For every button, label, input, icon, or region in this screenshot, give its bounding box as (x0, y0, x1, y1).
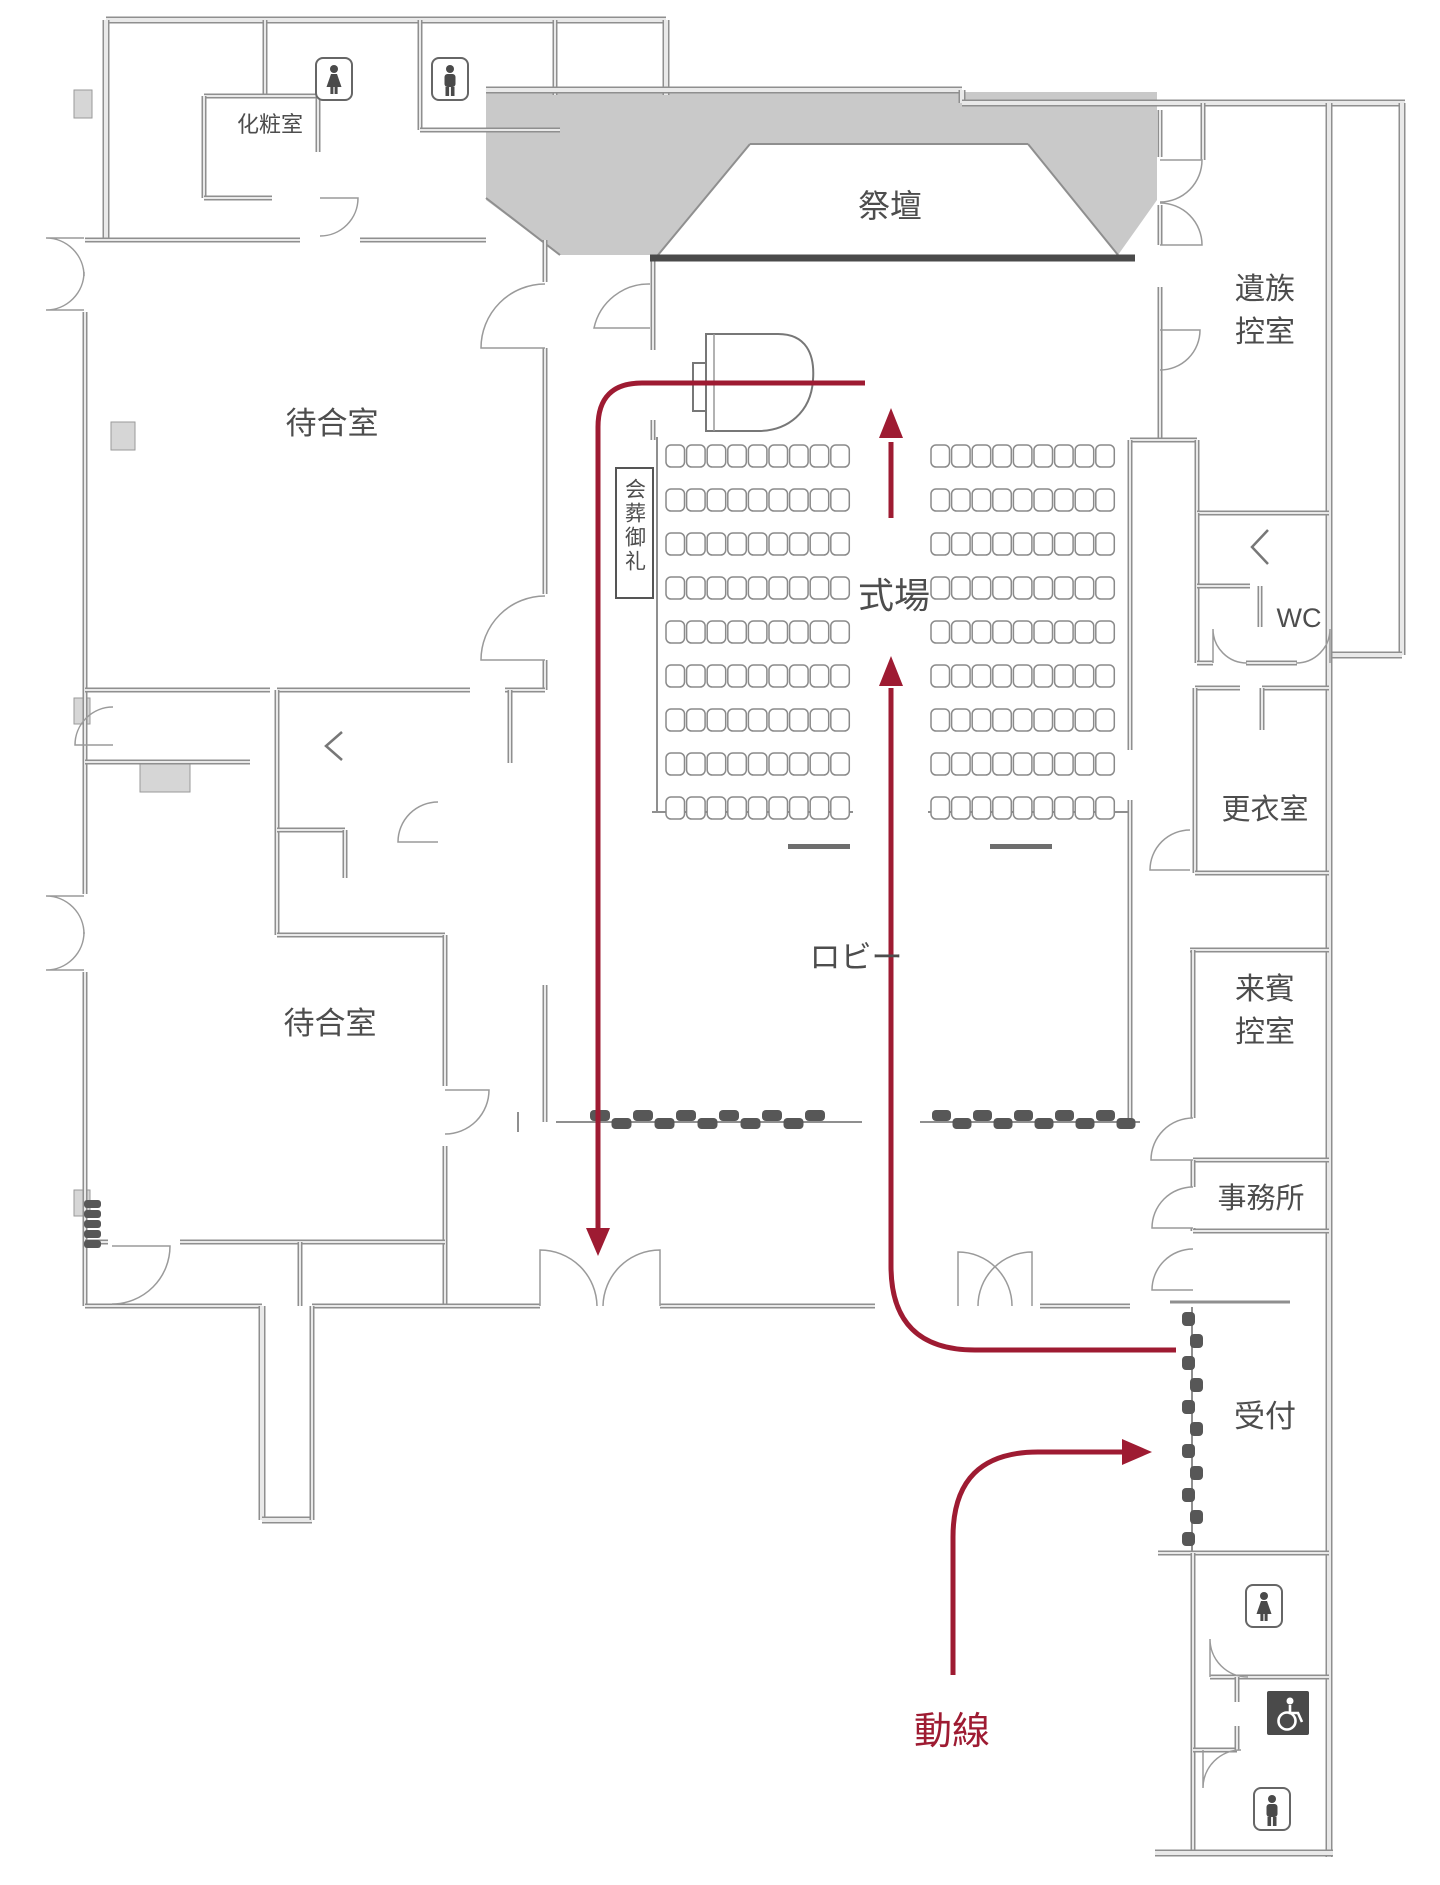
room-label-machiai-2: 待合室 (284, 1006, 377, 1041)
room-label-lobby: ロビー (810, 940, 903, 975)
sign-label-kaiso-orei: 会葬御礼 (623, 478, 647, 574)
flow-line-paths (586, 380, 1176, 1675)
man-restroom-icon (1253, 1787, 1291, 1831)
room-label-izoku-line1: 遺族 (1235, 273, 1295, 306)
room-label-jimusho: 事務所 (1217, 1182, 1304, 1215)
room-label-raihin-line2: 控室 (1235, 1016, 1295, 1049)
woman-restroom-icon (315, 57, 353, 101)
ceremony-seats (665, 444, 1116, 820)
room-label-wc: WC (1277, 603, 1322, 633)
room-label-machiai-1: 待合室 (286, 406, 379, 441)
wheelchair-accessible-icon (1267, 1691, 1309, 1735)
kaiso-orei-sign-box (615, 467, 654, 599)
room-label-izoku-line2: 控室 (1235, 316, 1295, 349)
wall-pillar-tabs (73, 89, 191, 1217)
rails (485, 143, 1193, 1677)
room-label-koishitsu: 更衣室 (1221, 793, 1308, 826)
altar-backstage-shaded-area (486, 92, 1157, 255)
room-label-uketsuke: 受付 (1234, 1399, 1296, 1434)
room-label-keshoshitsu: 化粧室 (237, 112, 303, 137)
door-swing-arcs (45, 159, 1331, 1789)
walls (82, 16, 1406, 1857)
room-label-raihin-line1: 来賓 (1235, 973, 1295, 1006)
room-label-shikijo: 式場 (858, 575, 930, 616)
flow-line-label: 動線 (914, 1711, 990, 1753)
lobby-and-reception-benches (84, 1110, 1203, 1546)
man-restroom-icon (431, 57, 469, 101)
woman-restroom-icon (1245, 1584, 1283, 1628)
pictogram-icons (315, 57, 1309, 1831)
room-label-saidan: 祭壇 (858, 188, 922, 224)
